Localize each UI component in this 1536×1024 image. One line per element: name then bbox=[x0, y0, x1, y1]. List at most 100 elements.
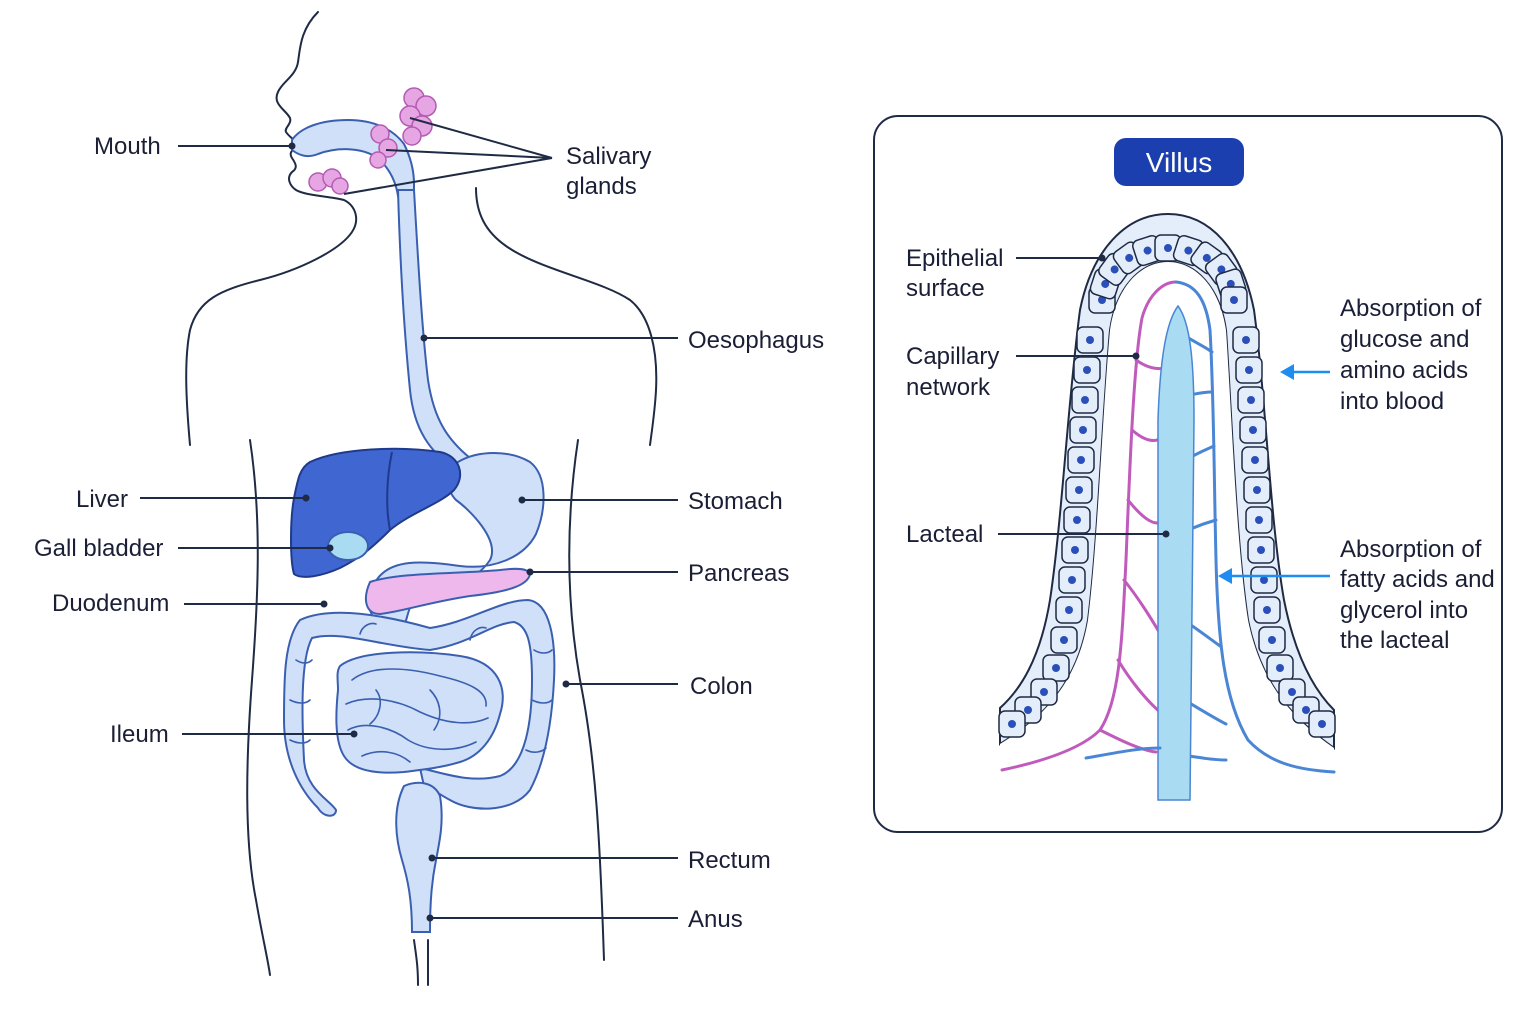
rectum-organ bbox=[395, 781, 443, 933]
villus-illustration bbox=[998, 212, 1336, 801]
epithelial-cells bbox=[998, 234, 1336, 738]
epithelial-cell bbox=[1266, 654, 1294, 682]
liver-organ bbox=[290, 447, 462, 578]
colon-fold bbox=[469, 626, 487, 641]
cell-nucleus bbox=[1249, 426, 1257, 434]
epithelial-cell bbox=[1061, 536, 1089, 564]
cell-nucleus bbox=[1184, 246, 1193, 255]
label-ileum: Ileum bbox=[110, 721, 169, 748]
leader-dot bbox=[320, 600, 328, 608]
right-shoulder bbox=[475, 187, 658, 446]
cell-nucleus bbox=[1318, 720, 1326, 728]
ileum-folds bbox=[345, 668, 489, 763]
label-oesophagus: Oesophagus bbox=[688, 327, 824, 354]
body-leader-lines bbox=[140, 117, 678, 922]
liver-lobe-divider bbox=[386, 451, 393, 531]
cell-nucleus bbox=[1242, 336, 1250, 344]
arrow-head-icon bbox=[1218, 568, 1232, 584]
label-absorb-lacteal-3: glycerol into bbox=[1340, 597, 1468, 624]
ileum-fold bbox=[351, 668, 487, 707]
right-waist bbox=[568, 439, 605, 961]
body-labels: Mouth Salivary glands Oesophagus Liver G… bbox=[34, 133, 824, 933]
leader-dot bbox=[326, 544, 334, 552]
colon-fold bbox=[525, 747, 547, 753]
epithelial-cell bbox=[1065, 476, 1093, 504]
epithelial-cell bbox=[1235, 356, 1263, 384]
cell-nucleus bbox=[1073, 516, 1081, 524]
epithelial-cell bbox=[1241, 446, 1269, 474]
cell-nucleus bbox=[1288, 688, 1296, 696]
leader-dot bbox=[428, 854, 436, 862]
label-absorb-blood-1: Absorption of bbox=[1340, 295, 1482, 322]
label-liver: Liver bbox=[76, 486, 128, 513]
leader-dot bbox=[518, 496, 526, 504]
cell-nucleus bbox=[1255, 516, 1263, 524]
arrow-into-blood bbox=[1280, 364, 1330, 380]
cell-nucleus bbox=[1263, 606, 1271, 614]
capillary-branch bbox=[1116, 658, 1162, 714]
label-salivary-glands-1: Salivary bbox=[566, 143, 651, 170]
cell-nucleus bbox=[1260, 576, 1268, 584]
leader-dot bbox=[1162, 530, 1170, 538]
cell-nucleus bbox=[1253, 486, 1261, 494]
cell-nucleus bbox=[1077, 456, 1085, 464]
label-absorb-blood-3: amino acids bbox=[1340, 357, 1468, 384]
gland-lobe bbox=[415, 95, 437, 117]
cell-nucleus bbox=[1040, 688, 1048, 696]
cell-nucleus bbox=[1065, 606, 1073, 614]
villus-panel: Villus bbox=[873, 115, 1503, 833]
cell-nucleus bbox=[1083, 366, 1091, 374]
pancreas-organ bbox=[364, 567, 532, 616]
cell-nucleus bbox=[1164, 244, 1172, 252]
label-lacteal: Lacteal bbox=[906, 521, 983, 548]
salivary-leader bbox=[409, 117, 553, 159]
salivary-glands-organ bbox=[308, 87, 437, 195]
epithelial-cell bbox=[1250, 566, 1278, 594]
villus-title: Villus bbox=[1146, 147, 1212, 178]
label-rectum: Rectum bbox=[688, 847, 771, 874]
colon-haustra bbox=[289, 622, 553, 753]
colon-fold bbox=[533, 649, 553, 654]
epithelial-cell bbox=[1073, 356, 1101, 384]
label-absorb-blood-2: glucose and bbox=[1340, 326, 1469, 353]
epithelial-cell bbox=[998, 710, 1026, 738]
digestive-tract bbox=[282, 87, 556, 933]
cell-nucleus bbox=[1068, 576, 1076, 584]
cell-nucleus bbox=[1257, 546, 1265, 554]
cell-nucleus bbox=[1276, 664, 1284, 672]
label-epithelial-1: Epithelial bbox=[906, 245, 1003, 272]
ileum-fold bbox=[345, 698, 489, 724]
salivary-leader bbox=[343, 157, 553, 195]
gland-lobe bbox=[378, 138, 398, 158]
villus-title-badge bbox=[1114, 138, 1244, 186]
epithelial-cell bbox=[1050, 626, 1078, 654]
colon-fold bbox=[359, 622, 377, 635]
cell-nucleus bbox=[1202, 253, 1211, 262]
cell-nucleus bbox=[1268, 636, 1276, 644]
left-waist bbox=[246, 439, 271, 976]
epithelial-cell bbox=[1237, 386, 1265, 414]
epithelial-cell bbox=[1258, 626, 1286, 654]
label-mouth: Mouth bbox=[94, 133, 161, 160]
label-absorb-lacteal-2: fatty acids and bbox=[1340, 566, 1495, 593]
arrow-head-icon bbox=[1280, 364, 1294, 380]
label-duodenum: Duodenum bbox=[52, 590, 169, 617]
capillary-branch bbox=[1098, 728, 1158, 754]
leader-dot bbox=[562, 680, 570, 688]
leader-dot bbox=[526, 568, 534, 576]
leader-dot bbox=[420, 334, 428, 342]
cell-nucleus bbox=[1075, 486, 1083, 494]
colon-organ bbox=[282, 598, 556, 817]
cell-nucleus bbox=[1052, 664, 1060, 672]
cell-nucleus bbox=[1081, 396, 1089, 404]
ileum-fold bbox=[369, 689, 382, 725]
epithelial-cell bbox=[1308, 710, 1336, 738]
epithelial-cell bbox=[1243, 476, 1271, 504]
leader-dot bbox=[426, 914, 434, 922]
left-leg-inner bbox=[413, 939, 419, 986]
cell-nucleus bbox=[1302, 706, 1310, 714]
oesophagus-tube bbox=[396, 189, 472, 472]
ileum-fold bbox=[361, 750, 411, 763]
epithelial-cell bbox=[1071, 386, 1099, 414]
epithelial-cell bbox=[1253, 596, 1281, 624]
